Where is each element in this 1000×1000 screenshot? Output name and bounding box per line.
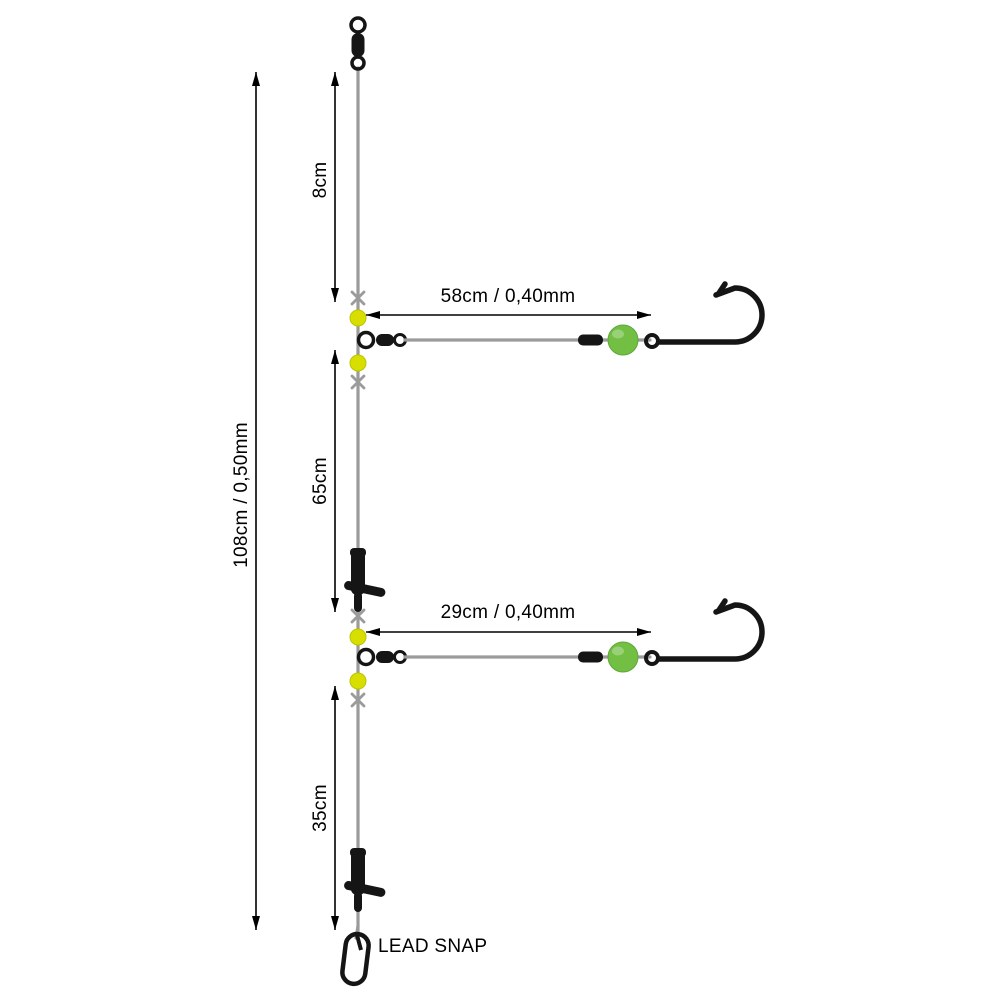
crimp bbox=[350, 374, 366, 390]
dimension-snood-1: 58cm / 0,40mm bbox=[366, 286, 651, 319]
snood-1-swivel bbox=[356, 330, 407, 350]
hook-barb bbox=[716, 281, 728, 296]
bait-clip-arm bbox=[344, 581, 386, 597]
top-swivel-ring-upper bbox=[349, 16, 367, 34]
snood-2: 29cm / 0,40mm bbox=[349, 598, 765, 708]
hook-eye bbox=[644, 650, 660, 666]
crimp bbox=[350, 290, 366, 306]
snood-2-label: 29cm / 0,40mm bbox=[441, 602, 576, 623]
top-swivel bbox=[349, 16, 367, 71]
arrow-down-icon bbox=[331, 288, 339, 302]
yellow-bead bbox=[349, 672, 367, 690]
hook-2 bbox=[644, 598, 765, 666]
bottom-drop-label: 35cm bbox=[310, 784, 331, 832]
arrow-left-icon bbox=[366, 628, 380, 636]
snood-2-swivel bbox=[356, 647, 407, 667]
green-bead-highlight bbox=[612, 646, 624, 656]
yellow-bead bbox=[349, 309, 367, 327]
green-bead bbox=[607, 324, 639, 356]
arrow-right-icon bbox=[637, 628, 651, 636]
arrow-up-icon bbox=[331, 350, 339, 364]
line-stop-sleeve bbox=[578, 334, 603, 346]
arrow-right-icon bbox=[637, 311, 651, 319]
bait-clip-1 bbox=[344, 548, 386, 612]
swivel-ring bbox=[356, 647, 376, 667]
bait-clip-2 bbox=[344, 848, 386, 912]
top-drop-label: 8cm bbox=[310, 162, 331, 199]
top-swivel-ring-lower bbox=[350, 55, 366, 71]
hook-body bbox=[656, 602, 765, 662]
yellow-bead bbox=[349, 628, 367, 646]
bait-clip-tail bbox=[354, 892, 362, 912]
dimension-snood-2: 29cm / 0,40mm bbox=[366, 602, 651, 636]
hook-eye bbox=[644, 333, 660, 349]
swivel-barrel bbox=[376, 334, 394, 346]
dimension-bottom-drop: 35cm bbox=[310, 686, 339, 930]
green-bead bbox=[607, 641, 639, 673]
line-stop-sleeve bbox=[578, 651, 603, 663]
overall-length-label: 108cm / 0,50mm bbox=[231, 422, 252, 568]
lead-snap-label: LEAD SNAP bbox=[378, 936, 487, 957]
bait-clip-arm bbox=[344, 881, 386, 897]
top-swivel-barrel bbox=[351, 33, 365, 57]
hook-body bbox=[656, 285, 765, 345]
mid-drop-label: 65cm bbox=[310, 457, 331, 505]
bait-clip-tail bbox=[354, 592, 362, 612]
dimension-top-drop: 8cm bbox=[310, 72, 339, 302]
yellow-bead bbox=[349, 354, 367, 372]
arrow-down-icon bbox=[331, 598, 339, 612]
dimension-mid-drop: 65cm bbox=[310, 350, 339, 612]
swivel-barrel bbox=[376, 651, 394, 663]
lead-snap-loop bbox=[340, 931, 371, 987]
arrow-down-icon bbox=[252, 916, 260, 930]
swivel-ring bbox=[356, 330, 376, 350]
crimp bbox=[350, 692, 366, 708]
arrow-up-icon bbox=[252, 72, 260, 86]
hook-barb bbox=[716, 598, 728, 613]
lead-snap-clip bbox=[340, 924, 371, 987]
dimension-overall: 108cm / 0,50mm bbox=[231, 72, 260, 930]
arrow-left-icon bbox=[366, 311, 380, 319]
snood-1: 58cm / 0,40mm bbox=[349, 281, 765, 390]
arrow-up-icon bbox=[331, 72, 339, 86]
green-bead-highlight bbox=[612, 329, 624, 339]
arrow-down-icon bbox=[331, 916, 339, 930]
arrow-up-icon bbox=[331, 686, 339, 700]
hook-1 bbox=[644, 281, 765, 349]
lead-snap-latch bbox=[355, 934, 363, 951]
crimp bbox=[350, 608, 366, 624]
snood-1-label: 58cm / 0,40mm bbox=[441, 286, 576, 307]
